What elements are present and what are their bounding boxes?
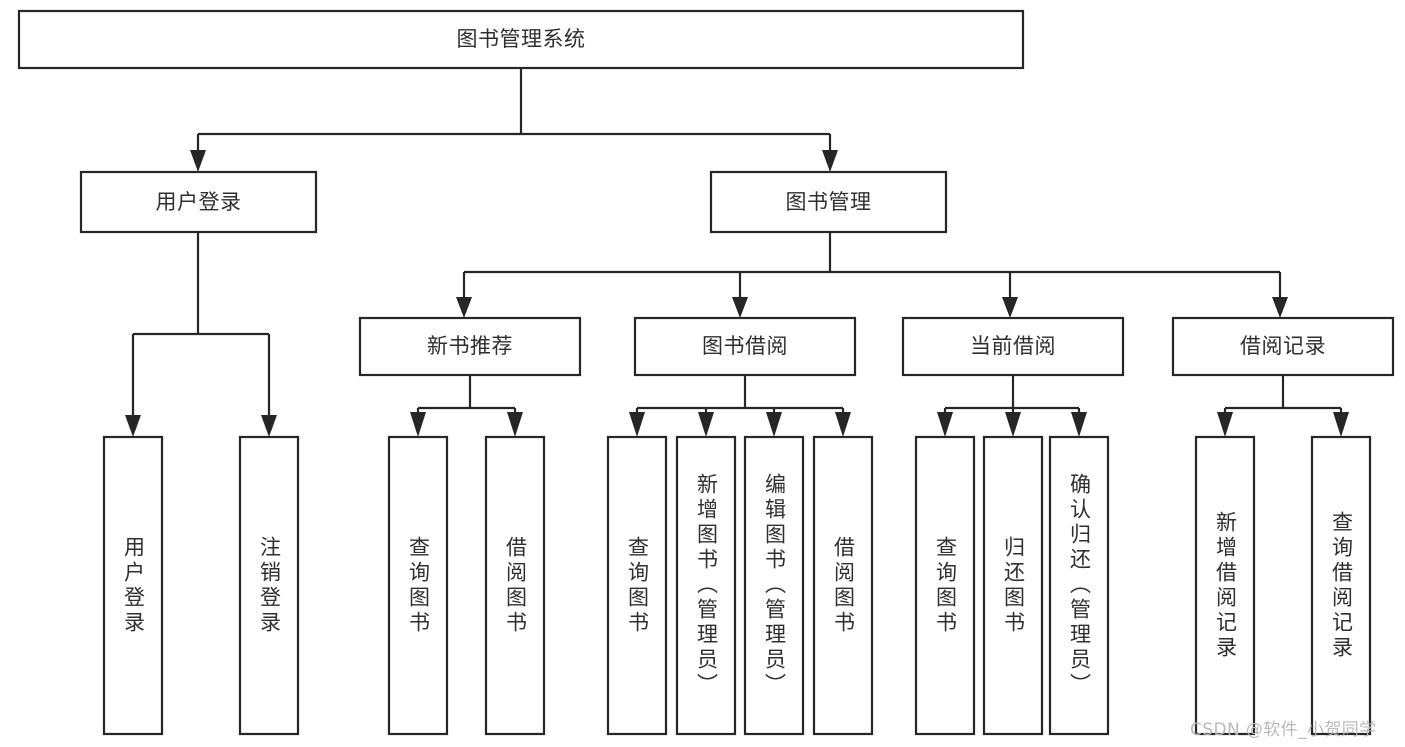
arrow-head-book-borrow-leaf-4 — [835, 412, 851, 437]
connector-current-borrow-to-leaves — [937, 375, 1087, 437]
node-box-leaf-new-book-1[interactable] — [387, 435, 449, 736]
node-box-leaf-user-login-2[interactable] — [238, 435, 300, 736]
arrow-head-level3-3 — [1002, 297, 1018, 318]
arrow-head-new-book-leaf-1 — [410, 412, 426, 437]
node-box-root[interactable] — [17, 9, 1025, 70]
connector-book-manage-to-level3 — [456, 232, 1288, 318]
node-box-leaf-borrow-record-1[interactable] — [1194, 435, 1256, 736]
arrow-head-level3-2 — [732, 297, 748, 318]
arrow-head-current-borrow-leaf-1 — [937, 412, 953, 437]
node-box-leaf-borrow-record-2[interactable] — [1310, 435, 1372, 736]
arrow-head-current-borrow-leaf-2 — [1005, 412, 1021, 437]
connector-user-login-to-leaves — [125, 232, 277, 437]
arrow-head-user-login-leaf-1 — [125, 415, 141, 437]
node-box-leaf-book-borrow-2[interactable] — [675, 435, 737, 736]
arrow-head-borrow-record-leaf-2 — [1333, 412, 1349, 437]
node-box-leaf-book-borrow-3[interactable] — [743, 435, 805, 736]
arrow-head-level3-1 — [456, 297, 472, 318]
arrow-head-book-borrow-leaf-1 — [629, 412, 645, 437]
node-box-leaf-current-borrow-1[interactable] — [914, 435, 976, 736]
arrow-head-book-borrow-leaf-2 — [698, 412, 714, 437]
arrow-head-level3-4 — [1272, 297, 1288, 318]
node-box-leaf-user-login-1[interactable] — [102, 435, 164, 736]
arrow-head-borrow-record-leaf-1 — [1217, 412, 1233, 437]
watermark-text: CSDN @软件_小贺同学 — [1190, 720, 1377, 740]
arrow-head-level2-2 — [822, 150, 838, 172]
connector-borrow-record-to-leaves — [1217, 375, 1349, 437]
node-box-leaf-book-borrow-4[interactable] — [812, 435, 874, 736]
node-box-leaf-current-borrow-3[interactable] — [1048, 435, 1110, 736]
node-box-book-borrow[interactable] — [633, 316, 857, 377]
node-box-leaf-book-borrow-1[interactable] — [606, 435, 668, 736]
connector-new-book-to-leaves — [410, 375, 523, 437]
node-box-current-borrow[interactable] — [901, 316, 1125, 377]
arrow-head-new-book-leaf-2 — [507, 412, 523, 437]
arrow-head-current-borrow-leaf-3 — [1071, 412, 1087, 437]
node-box-user-login[interactable] — [79, 170, 318, 234]
arrow-head-book-borrow-leaf-3 — [766, 412, 782, 437]
arrow-head-level2-1 — [190, 150, 206, 172]
node-box-book-manage[interactable] — [709, 170, 948, 234]
connector-book-borrow-to-leaves — [629, 375, 851, 437]
node-box-new-book-recommend[interactable] — [358, 316, 582, 377]
arrow-head-user-login-leaf-2 — [261, 415, 277, 437]
node-box-borrow-record[interactable] — [1171, 316, 1395, 377]
node-box-leaf-new-book-2[interactable] — [484, 435, 546, 736]
connector-root-to-level2 — [190, 68, 838, 172]
node-box-leaf-current-borrow-2[interactable] — [982, 435, 1044, 736]
